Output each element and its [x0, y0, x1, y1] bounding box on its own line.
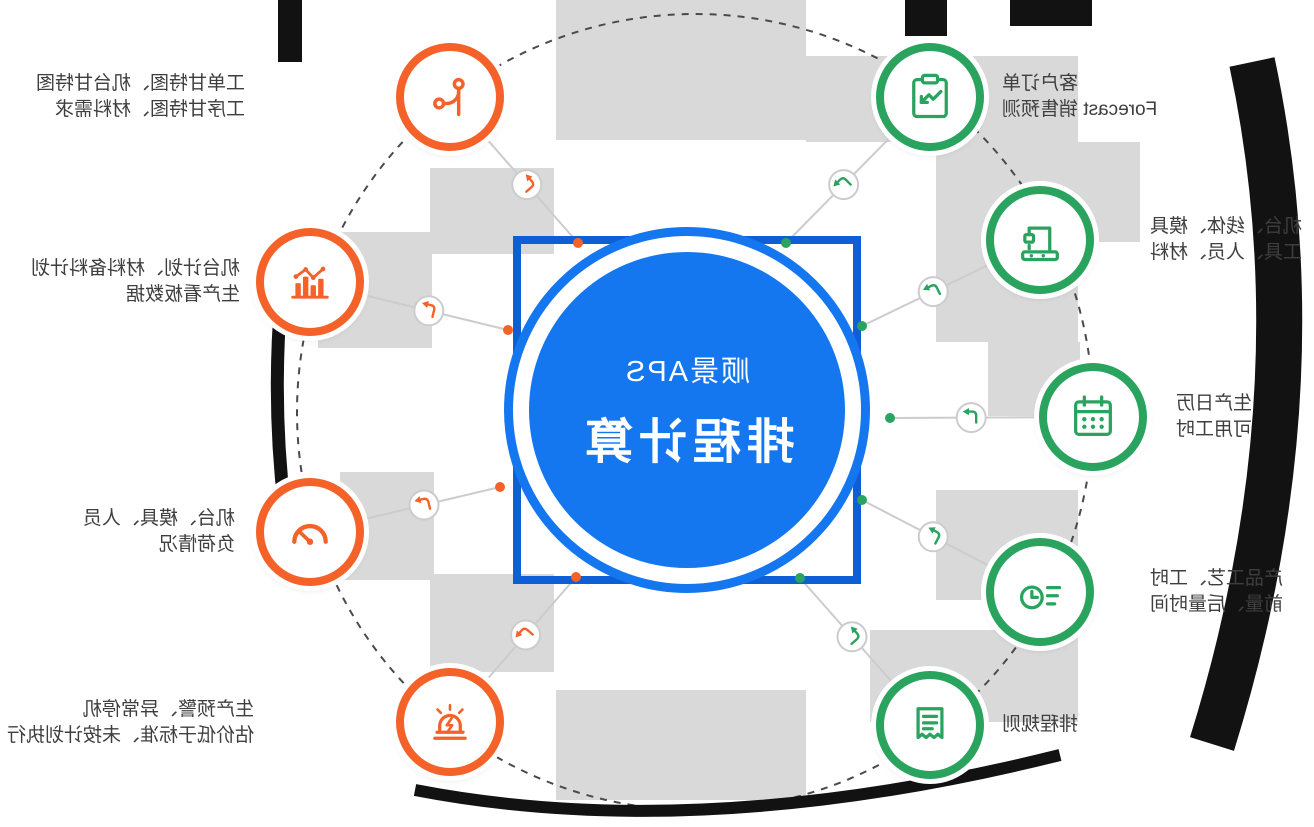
node-plans-kanban — [256, 228, 364, 336]
decor-black-fragment — [1010, 0, 1092, 26]
flow-arrow-badge — [413, 295, 445, 327]
label-load-status: 机台、模具、人员 负荷情况 — [35, 506, 235, 558]
label-line: 机台、模具、人员 — [82, 508, 235, 529]
bg-block — [556, 0, 806, 140]
connector-dot — [573, 238, 583, 248]
label-line: 生产预警、异常停机 — [82, 699, 254, 720]
label-gantt-reports: 工单甘特图、机台甘特图 工序甘特图、材料需求 — [10, 71, 245, 123]
flow-arrow-badge — [917, 276, 949, 308]
clipboard-trend-icon — [912, 73, 948, 119]
label-line: 生产日历 — [1176, 393, 1253, 414]
flow-arrow-badge — [511, 169, 543, 201]
node-scheduling-rules — [876, 671, 984, 779]
flow-arrow-badge — [408, 489, 440, 521]
node-customer-orders — [876, 43, 984, 151]
connector-dot — [857, 495, 867, 505]
flow-arrow-badge — [955, 402, 987, 434]
node-machine-resources — [986, 186, 1094, 294]
label-line: 工具、人员、材料 — [1150, 242, 1303, 263]
calendar-icon — [1074, 395, 1112, 436]
label-line: Forecast 销售预测 — [1002, 99, 1158, 120]
flow-arrow-icon — [515, 627, 534, 638]
connector-dot — [571, 572, 581, 582]
outer-arc-right — [1190, 57, 1303, 751]
flow-arrow-icon — [928, 527, 941, 545]
connector-dot — [781, 238, 791, 248]
flow-arrow-icon — [962, 408, 978, 424]
label-line: 负荷情况 — [158, 534, 235, 555]
label-line: 工单甘特图、机台甘特图 — [35, 73, 245, 94]
label-line: 工序甘特图、材料需求 — [54, 99, 245, 120]
flow-arrow-icon — [525, 174, 535, 193]
node-gantt-reports — [396, 43, 504, 151]
label-line: 估价低于标准、未按计划执行 — [6, 725, 254, 746]
node-process-times — [986, 538, 1094, 646]
label-line: 前量、后量时间 — [1150, 594, 1284, 615]
node-production-alerts — [396, 668, 504, 776]
label-work-calendar: 生产日历 可用工时 — [1176, 391, 1296, 443]
label-machine-resources: 机台、线体、模具 工具、人员、材料 — [1150, 214, 1310, 266]
flow-arrow-badge — [510, 619, 542, 651]
connector-dot — [795, 573, 805, 583]
label-production-alerts: 生产预警、异常停机 估价低于标准、未按计划执行 — [2, 697, 254, 749]
load-gauge-icon — [292, 523, 328, 545]
label-plans-kanban: 机台计划、材料备料计划 生产看板数据 — [0, 256, 240, 308]
flow-arrow-badge — [917, 521, 949, 553]
node-work-calendar — [1039, 363, 1147, 471]
decor-black-fragment — [278, 0, 302, 62]
center-disc: 顺景APS 排程计算 — [529, 252, 845, 568]
bg-block — [556, 690, 806, 800]
label-line: 客户订单 — [1002, 73, 1079, 94]
flow-arrow-icon — [421, 300, 436, 319]
flow-arrow-icon — [850, 626, 860, 646]
connector-dot — [885, 413, 895, 423]
decor-black-fragment — [905, 0, 947, 36]
flow-arrow-badge — [828, 169, 860, 201]
label-line: 机台计划、材料备料计划 — [30, 258, 240, 279]
flow-arrow-badge — [836, 621, 868, 653]
alarm-icon — [433, 703, 467, 740]
rules-scroll-icon — [916, 707, 944, 740]
flow-arrow-icon — [414, 496, 432, 510]
connector-dot — [495, 482, 505, 492]
label-line: 生产看板数据 — [125, 284, 240, 305]
node-load-status — [256, 478, 364, 586]
process-clock-icon — [1019, 585, 1062, 610]
label-line: 产品工艺、工时 — [1150, 568, 1284, 589]
orbit-arc-bottom — [413, 749, 1062, 817]
flow-arrow-icon — [922, 283, 942, 296]
label-line: 排程规则 — [1002, 714, 1079, 735]
label-process-times: 产品工艺、工时 前量、后量时间 — [1150, 566, 1310, 618]
label-scheduling-rules: 排程规则 — [1002, 712, 1132, 738]
label-line: 机台、线体、模具 — [1150, 216, 1303, 237]
label-line: 可用工时 — [1176, 419, 1253, 440]
flow-arrow-icon — [833, 177, 852, 187]
machine-icon — [1021, 226, 1059, 262]
label-customer-orders: 客户订单 Forecast 销售预测 — [1002, 71, 1242, 123]
connector-dot — [857, 321, 867, 331]
connector-dot — [503, 325, 513, 335]
gantt-flow-icon — [433, 77, 465, 117]
kanban-chart-icon — [291, 266, 329, 299]
